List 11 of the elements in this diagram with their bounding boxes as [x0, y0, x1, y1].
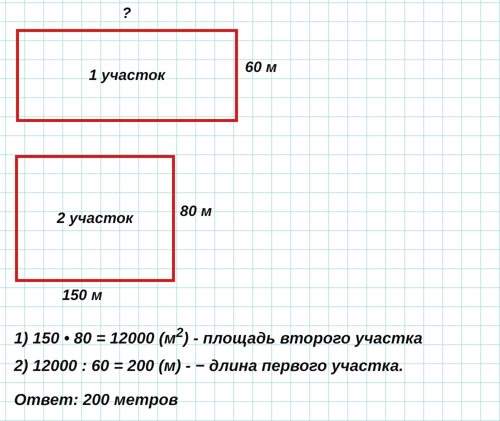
solution-step: 2) 12000 : 60 = 200 (м) - − длина первого участка.: [14, 358, 404, 376]
dimension-label: 60 м: [245, 59, 277, 76]
plot-rectangle: [15, 155, 175, 282]
plot-label: 2 участок: [56, 210, 134, 227]
unknown-length-mark: ?: [122, 5, 132, 22]
dimension-label: 80 м: [180, 203, 212, 220]
answer-text: Ответ: 200 метров: [14, 392, 178, 410]
dimension-label: 150 м: [62, 287, 102, 304]
solution-step: 1) 150 • 80 = 12000 (м$^{2}$) - площадь второго участка: [14, 325, 423, 348]
plot-rectangle: [16, 29, 238, 122]
plot-label: 1 участок: [88, 67, 166, 84]
